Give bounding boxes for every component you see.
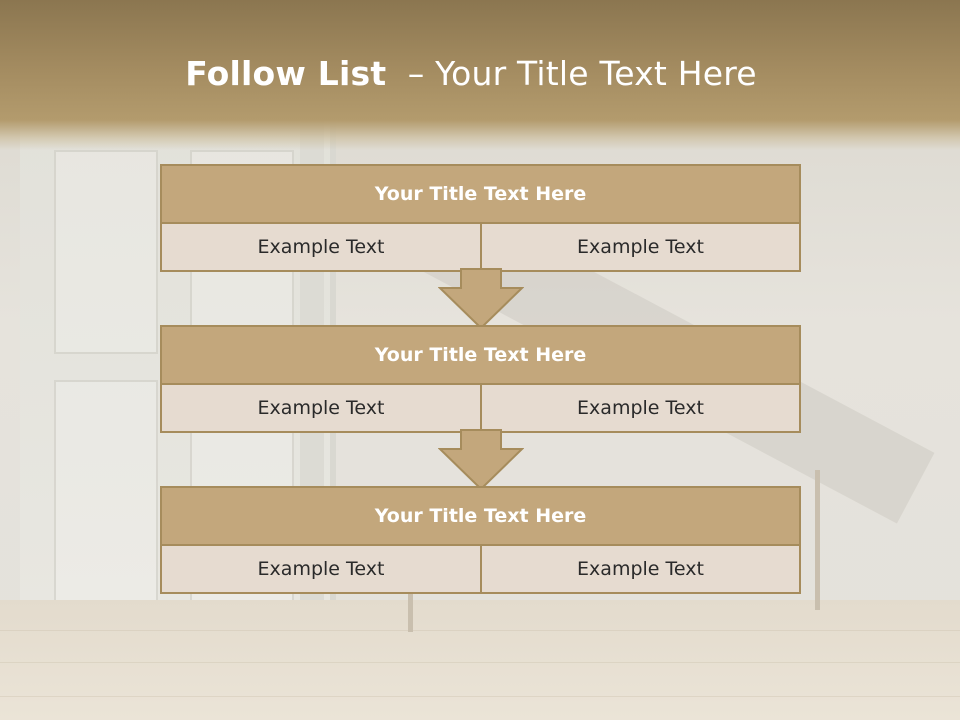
down-arrow-icon	[438, 268, 524, 330]
slide-title-rest: – Your Title Text Here	[407, 54, 757, 93]
step-text-right: Example Text	[480, 544, 801, 594]
background-chair-leg	[815, 470, 820, 610]
door-panel	[54, 150, 158, 354]
step-text-right: Example Text	[480, 383, 801, 433]
title-band	[0, 0, 960, 150]
door-panel	[54, 380, 158, 624]
step-text-right: Example Text	[480, 222, 801, 272]
background-floor	[0, 600, 960, 720]
step-text-left: Example Text	[160, 383, 482, 433]
floor-board-line	[0, 630, 960, 631]
slide-title-bold: Follow List	[185, 54, 387, 93]
step-title: Your Title Text Here	[160, 486, 801, 546]
floor-board-line	[0, 662, 960, 663]
floor-board-line	[0, 696, 960, 697]
step-text-left: Example Text	[160, 222, 482, 272]
slide-title: Follow List – Your Title Text Here	[0, 54, 942, 93]
step-title: Your Title Text Here	[160, 325, 801, 385]
step-title: Your Title Text Here	[160, 164, 801, 224]
step-text-left: Example Text	[160, 544, 482, 594]
down-arrow-icon	[438, 429, 524, 491]
background-chair-leg	[408, 590, 413, 632]
